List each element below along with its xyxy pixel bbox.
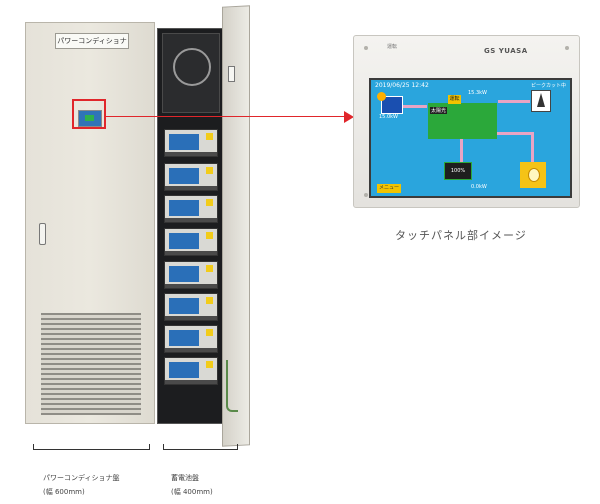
cabinet-touch-panel-thumbnail (78, 110, 102, 127)
battery-module (164, 293, 218, 321)
power-grid-tower-icon (531, 90, 551, 112)
brand-logo: GS YUASA (484, 47, 528, 55)
power-conditioner-cabinet: パワーコンディショナ (25, 22, 155, 424)
battery-module (164, 129, 218, 157)
load-bulb-icon (520, 162, 546, 188)
solar-kw: 15.0kW (379, 114, 398, 120)
solar-panel-icon (377, 92, 403, 114)
pcs-cabinet-name: パワーコンディショナ盤 (43, 474, 120, 482)
door-handle (39, 223, 46, 245)
touch-panel-caption: タッチパネル部イメージ (395, 229, 527, 242)
screw-icon (364, 193, 368, 197)
door-cable (226, 360, 238, 412)
menu-button[interactable]: メニュー (377, 184, 401, 193)
screw-icon (364, 46, 368, 50)
pcs-cabinet-width: (幅 600mm) (43, 488, 85, 496)
battery-icon: 100% (444, 162, 472, 180)
battery-module (164, 261, 218, 289)
touch-screen[interactable]: 2019/06/25 12:42 ピークカット中 15.3kW 15.0kW 運… (369, 78, 572, 198)
battery-module (164, 228, 218, 256)
battery-cabinet-top-compartment (162, 33, 220, 113)
callout-arrow-line (106, 116, 346, 117)
cabinet-nameplate: パワーコンディショナ (55, 33, 129, 49)
battery-cabinet (157, 28, 223, 424)
battery-cabinet-width: (幅 400mm) (171, 488, 213, 496)
panel-status-label: 運転 (387, 44, 398, 50)
power-flow-line (531, 132, 534, 162)
touch-panel-highlight-box (72, 99, 106, 129)
sun-icon (377, 92, 386, 101)
battery-module (164, 195, 218, 223)
ventilation-grille (41, 313, 141, 415)
battery-cabinet-name: 蓄電池盤 (171, 474, 199, 482)
touch-panel: 運転 GS YUASA 2019/06/25 12:42 ピークカット中 15.… (353, 35, 580, 208)
width-bracket-battery (163, 444, 238, 450)
battery-flow-kw: 0.0kW (471, 184, 487, 190)
battery-module (164, 163, 218, 191)
power-flow-line (403, 105, 427, 108)
screw-icon (565, 46, 569, 50)
flow-kw-top: 15.3kW (468, 90, 487, 96)
peak-cut-status: ピークカット中 (530, 83, 566, 89)
battery-module (164, 357, 218, 385)
power-flow-line (497, 132, 533, 135)
mode-badge[interactable]: 運転 (448, 95, 461, 104)
battery-module (164, 325, 218, 353)
source-label: 太陽光 (430, 107, 448, 114)
power-flow-line (498, 100, 530, 103)
door-latch (228, 66, 235, 82)
timestamp: 2019/06/25 12:42 (375, 82, 429, 89)
callout-arrow-head-icon (344, 111, 354, 123)
power-flow-line (460, 139, 463, 162)
width-bracket-pcs (33, 444, 150, 450)
